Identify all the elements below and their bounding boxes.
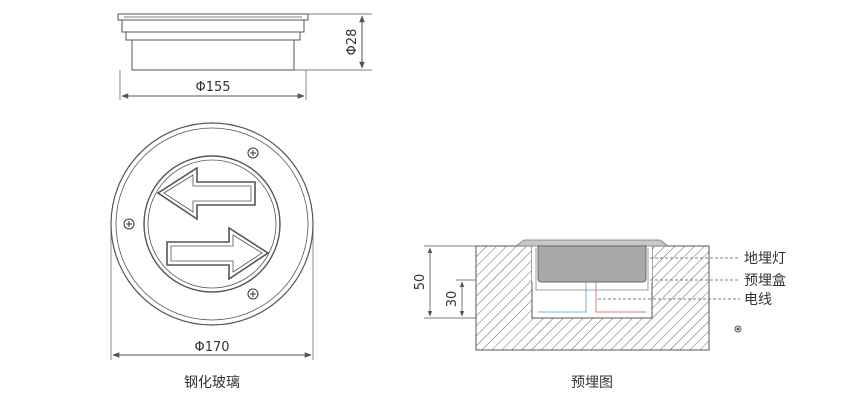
wire-blue xyxy=(538,282,587,313)
screw-icon xyxy=(123,218,135,230)
screw-icon xyxy=(247,147,259,159)
embedded-box-inner xyxy=(535,248,649,291)
arrow-left-icon-inner xyxy=(163,174,252,213)
tempered-glass xyxy=(143,155,281,293)
depth-30-label: 30 xyxy=(445,291,460,308)
diameter-170-label: Φ170 xyxy=(194,340,229,355)
front-outer-ring xyxy=(110,122,314,326)
embed-view-caption: 预埋图 xyxy=(571,375,613,391)
arrow-right-icon-inner xyxy=(170,234,263,273)
height-28-label: Φ28 xyxy=(345,29,360,56)
legend-box-label: 预埋盒 xyxy=(744,272,786,289)
side-view-collar xyxy=(125,31,301,41)
side-view-flange-body xyxy=(121,19,305,33)
side-view xyxy=(117,13,372,100)
tempered-glass-inner xyxy=(147,159,277,289)
wire-red xyxy=(595,282,646,313)
small-target-mark xyxy=(734,325,742,333)
screw-icon xyxy=(247,288,259,300)
screw-icons xyxy=(123,147,259,300)
legend-lamp-label: 地埋灯 xyxy=(744,251,786,267)
diameter-155-label: Φ155 xyxy=(195,80,230,95)
legend-wire-label: 电线 xyxy=(744,292,772,308)
front-view-caption: 钢化玻璃 xyxy=(184,374,240,391)
front-view xyxy=(110,122,314,326)
arrow-left-icon xyxy=(156,166,256,221)
front-outer-ring-inner xyxy=(115,127,309,321)
embedded-lamp xyxy=(537,245,647,283)
arrow-right-icon xyxy=(166,226,270,281)
depth-50-label: 50 xyxy=(413,274,428,291)
embed-view xyxy=(424,239,740,351)
lamp-flange xyxy=(514,239,670,247)
side-view-body xyxy=(131,39,295,71)
